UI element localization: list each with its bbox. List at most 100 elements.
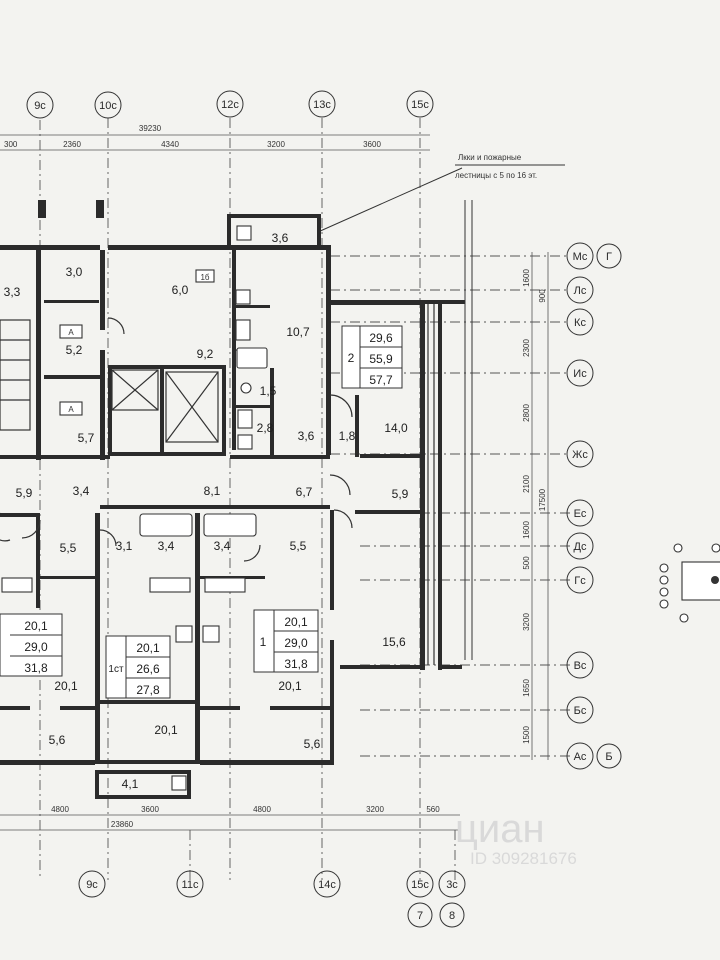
top-dimensions: 39230 300 2360 4340 3200 3600 [0,124,430,151]
axis-marker: 15c [406,870,434,898]
axis-marker: Гс [566,566,594,594]
dim-seg: 3600 [141,805,159,814]
detail-box [681,561,720,601]
kitchen-counter-icon [235,319,251,341]
dim-seg: 560 [426,805,440,814]
partitions [0,200,473,665]
apartment-areas: 2 29,6 55,9 57,7 20,1 29,0 31,8 1ст 20,1… [0,325,403,699]
axis-marker: Ис [566,359,594,387]
dim-seg: 3200 [366,805,384,814]
room-area: 3,1 [116,539,133,553]
apartment-area-total: 55,9 [369,352,393,366]
apartment-area-with-balcony: 31,8 [284,657,308,671]
apartment-area-total: 29,0 [24,640,48,654]
apartment-area-living: 29,6 [369,331,393,345]
room-area: 20,1 [278,679,302,693]
room-area: 4,1 [122,777,139,791]
kitchen-counter-icon [1,577,33,593]
axis-marker: 14c [313,870,341,898]
lift-mark: А [68,328,74,337]
stove-icon [235,289,251,305]
dim-seg: 1500 [522,726,531,744]
note-line-1: Лкки и пожарные [458,153,522,162]
axis-marker: Кс [566,308,594,336]
axis-label: 14c [318,879,336,891]
axis-label: 8 [449,910,455,922]
note-callout: Лкки и пожарные лестницы с 5 по 16 эт. [317,153,565,233]
dim-seg: 2100 [522,475,531,493]
room-area: 6,7 [296,485,313,499]
axis-label: Вс [574,660,587,672]
axis-label: 15c [411,879,429,891]
room-area: 14,0 [384,421,408,435]
dim-seg: 500 [522,556,531,570]
apartment-area-living: 20,1 [136,641,160,655]
axis-marker: 15c [406,90,434,118]
apartment-number: 1 [260,635,267,649]
apartment-number: 1ст [108,664,124,675]
dim-seg: 900 [538,289,547,303]
apartment-area-living: 20,1 [284,615,308,629]
axis-marker: Ес [566,499,594,527]
room-area: 5,6 [49,733,66,747]
axis-label: 9c [34,100,46,112]
dim-seg: 1600 [522,521,531,539]
axis-marker: 13c [308,90,336,118]
watermark-brand: циан [455,807,545,851]
room-area: 1,8 [339,429,356,443]
apartment-area-total: 29,0 [284,636,308,650]
kitchen-counter-icon [204,577,246,593]
top-axis-markers: 9c 10c 12c 13c 15c [26,90,434,119]
toilet-icon [240,382,252,394]
room-area: 5,7 [78,431,95,445]
dim-seg: 3600 [363,140,381,149]
axis-marker: 9c [78,870,106,898]
bottom-dimensions: 4800 3600 4800 3200 560 23860 [0,805,460,831]
axis-marker: 9c [26,91,54,119]
watermark: циан ID 309281676 [455,807,577,868]
room-area: 6,0 [172,283,189,297]
axis-label: Ес [574,508,587,520]
lift-mark-box [59,324,83,339]
axis-label: Г [606,251,612,263]
stove-icon [202,625,220,643]
room-area: 5,2 [66,343,83,357]
dim-overall: 23860 [111,820,134,829]
bathtub-icon [203,513,257,537]
axis-label: 3c [446,879,458,891]
apartment-area-living: 20,1 [24,619,48,633]
axis-label: Гс [574,575,586,587]
grid-lines [39,118,570,880]
bathtub-icon [139,513,193,537]
room-area: 5,9 [16,486,33,500]
lift-mark-box [59,401,83,416]
axis-label: 13c [313,99,331,111]
room-area: 5,5 [60,541,77,555]
room-area: 2,8 [257,421,274,435]
room-area: 3,3 [4,285,21,299]
right-dimensions: 1600 900 2300 2800 2100 1600 500 3200 16… [522,252,549,760]
apartment-box: 2 29,6 55,9 57,7 [341,325,403,389]
room-area: 1,5 [260,384,277,398]
axis-marker: 3c [438,870,466,898]
axis-label: Ис [573,368,587,380]
sink-icon [237,409,253,429]
room-area: 15,6 [382,635,406,649]
dim-seg: 4800 [51,805,69,814]
room-area: 5,5 [290,539,307,553]
room-area: 3,4 [214,539,231,553]
axis-marker: Лс [566,276,594,304]
axis-marker: Ас [566,742,594,770]
dim-seg: 3200 [267,140,285,149]
dim-seg: 4800 [253,805,271,814]
fixtures: 1б А А [1,225,268,791]
axis-label: Кс [574,317,586,329]
axis-marker: 10c [94,91,122,119]
axis-label: Ас [574,751,587,763]
axis-label: 15c [411,99,429,111]
room-area: 9,2 [197,347,214,361]
axis-label: Жс [572,449,588,461]
drain-icon [171,775,187,791]
room-area: 5,9 [392,487,409,501]
